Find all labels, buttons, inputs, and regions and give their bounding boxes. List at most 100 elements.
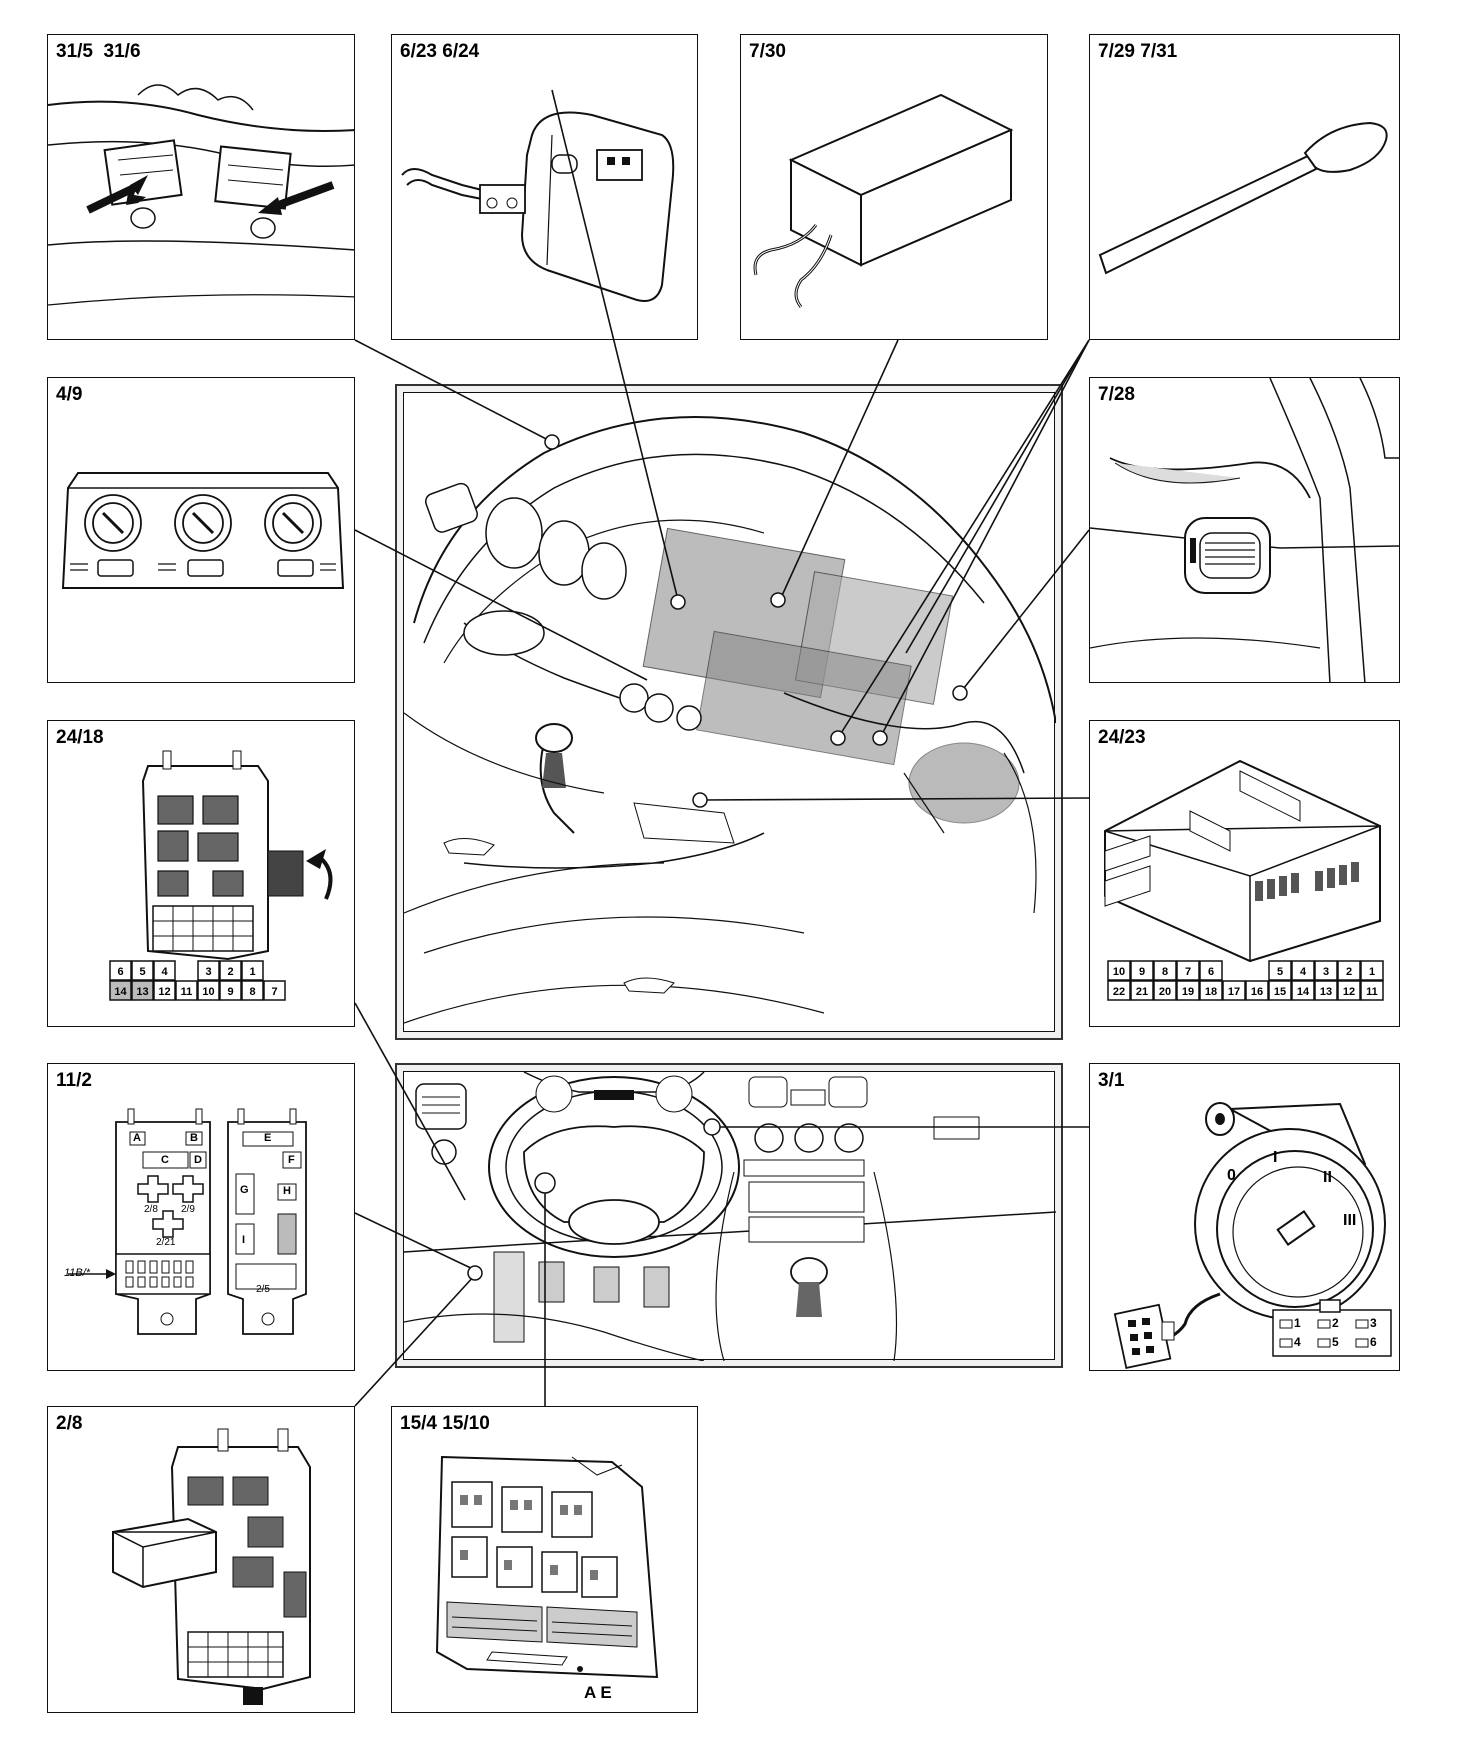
pin-cell xyxy=(219,980,242,1001)
pin-number: 6 xyxy=(117,966,123,978)
pin-label-6: 6 xyxy=(1370,1335,1377,1349)
pin-number: 12 xyxy=(1343,986,1355,998)
panel-label: 2/8 xyxy=(56,1413,83,1434)
interior-overview xyxy=(395,1063,1063,1368)
panel-3-1: 3/1 0 I II III 1 2 3 4 5 6 xyxy=(1089,1063,1400,1371)
connector-drawing xyxy=(1104,759,1381,963)
pin-number: 3 xyxy=(205,966,211,978)
sensor-drawing xyxy=(48,84,354,306)
vent-sensor-drawing xyxy=(1090,378,1399,682)
module-variant-label: A E xyxy=(584,1683,612,1702)
panel-label: 24/23 xyxy=(1098,727,1146,748)
pin-number: 15 xyxy=(1274,986,1286,998)
pin-number: 13 xyxy=(1320,986,1332,998)
relay-box-drawing xyxy=(112,1428,311,1705)
pin-cell xyxy=(197,960,220,981)
pin-cell xyxy=(1314,960,1338,981)
pin-cell xyxy=(109,980,132,1001)
pin-number: 7 xyxy=(1185,966,1191,978)
pin-number: 14 xyxy=(114,986,127,998)
fuse-label-g: G xyxy=(240,1184,249,1196)
climate-control-panel-drawing xyxy=(61,472,345,589)
fuse-label-a: A xyxy=(133,1132,141,1144)
pin-number: 20 xyxy=(1159,986,1171,998)
relay-label-2-8: 2/8 xyxy=(144,1204,158,1215)
panel-7-28: 7/28 xyxy=(1089,377,1400,683)
sensor-probe-drawing xyxy=(1098,121,1388,275)
pin-number: 1 xyxy=(1369,966,1375,978)
pin-number: 7 xyxy=(271,986,277,998)
pin-cell xyxy=(1337,980,1361,1001)
ignition-switch-drawing xyxy=(1113,1102,1392,1370)
panel-label: 7/28 xyxy=(1098,384,1135,405)
pin-number: 22 xyxy=(1113,986,1125,998)
pin-cell xyxy=(1291,960,1315,981)
dashboard-overview xyxy=(395,384,1063,1040)
switch-position-0: 0 xyxy=(1227,1167,1236,1184)
pin-cell xyxy=(241,980,264,1001)
pin-number: 17 xyxy=(1228,986,1240,998)
panel-7-30: 7/30 xyxy=(740,34,1048,340)
pin-cell xyxy=(1268,960,1292,981)
pin-cell xyxy=(1314,980,1338,1001)
pin-number: 14 xyxy=(1297,986,1310,998)
pin-number: 8 xyxy=(1162,966,1168,978)
pin-label-2: 2 xyxy=(1332,1316,1339,1330)
interior-drawing-frame xyxy=(403,1071,1057,1362)
panel-label: 24/18 xyxy=(56,727,104,748)
panel-31-5-31-6: 31/5 31/6 xyxy=(47,34,355,340)
pin-number: 10 xyxy=(202,986,214,998)
pin-cell xyxy=(1291,980,1315,1001)
pin-number: 9 xyxy=(1139,966,1145,978)
pin-cell xyxy=(1176,960,1200,981)
pin-cell xyxy=(241,960,264,981)
pin-cell xyxy=(1153,960,1177,981)
pin-cell xyxy=(1107,960,1131,981)
pin-cell xyxy=(153,980,176,1001)
panel-label: 7/29 7/31 xyxy=(1098,41,1178,62)
fuse-label-i: I xyxy=(242,1234,246,1246)
pin-cell xyxy=(109,960,132,981)
pin-number: 12 xyxy=(158,986,170,998)
pin-number: 11 xyxy=(1366,986,1378,998)
fuse-box-drawing xyxy=(68,1108,307,1335)
panel-label: 6/23 6/24 xyxy=(400,41,480,62)
pin-number: 5 xyxy=(1277,966,1283,978)
panel-label: 4/9 xyxy=(56,384,83,405)
pin-number: 4 xyxy=(1300,966,1307,978)
pin-cell xyxy=(1130,980,1154,1001)
panel-label: 7/30 xyxy=(749,41,786,62)
pin-cell xyxy=(1360,980,1384,1001)
pin-cell xyxy=(1130,960,1154,981)
pin-cell xyxy=(1360,960,1384,981)
pin-cell xyxy=(1153,980,1177,1001)
pin-number: 18 xyxy=(1205,986,1217,998)
fuse-label-b: B xyxy=(190,1132,198,1144)
panel-11-2: 11/2 xyxy=(47,1063,355,1371)
pin-cell xyxy=(263,980,286,1001)
dashboard-drawing xyxy=(403,416,1057,1024)
panel-2-8: 2/8 xyxy=(47,1406,355,1713)
relay-label-2-21: 2/21 xyxy=(156,1237,176,1248)
pin-cell xyxy=(131,960,154,981)
switch-position-1: I xyxy=(1273,1149,1278,1166)
pin-cell xyxy=(1199,980,1223,1001)
pin-cell xyxy=(1337,960,1361,981)
pin-label-4: 4 xyxy=(1294,1335,1301,1349)
pin-number: 21 xyxy=(1136,986,1148,998)
pin-number: 19 xyxy=(1182,986,1194,998)
pin-number: 16 xyxy=(1251,986,1263,998)
pin-number: 11 xyxy=(181,986,193,998)
dashboard-drawing-frame xyxy=(403,392,1057,1032)
fuse-reference-label: 11B/* xyxy=(64,1267,91,1279)
fuse-label-h: H xyxy=(283,1185,291,1197)
fuse-label-d: D xyxy=(194,1154,202,1166)
pin-cell xyxy=(1199,960,1223,981)
pin-number: 9 xyxy=(227,986,233,998)
pin-number: 10 xyxy=(1113,966,1125,978)
pin-number: 5 xyxy=(139,966,145,978)
